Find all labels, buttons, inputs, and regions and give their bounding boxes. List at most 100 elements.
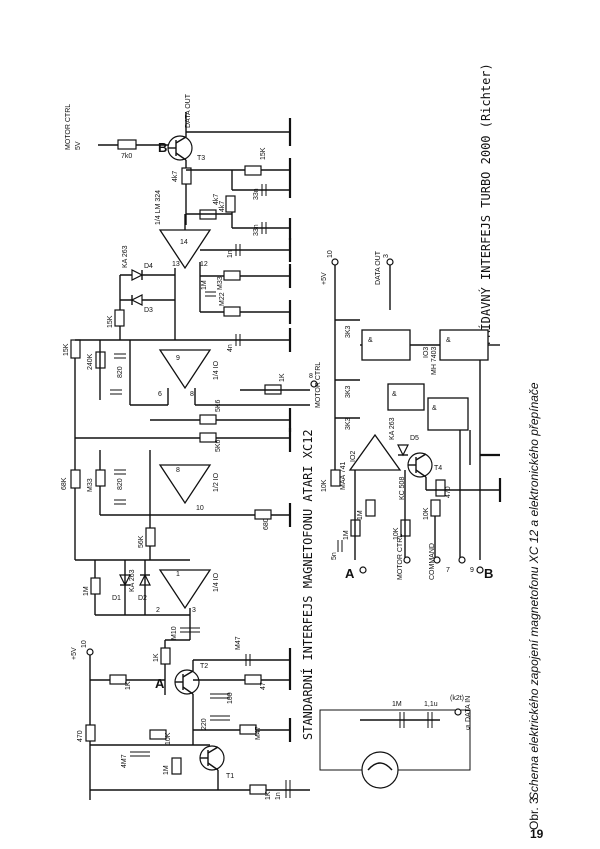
svg-text:10: 10: [81, 640, 88, 648]
svg-text:MOTOR CTRL: MOTOR CTRL: [315, 362, 322, 408]
preamp-section: +5V 10 1K 1K T2 A M47 47 100 220: [71, 636, 310, 800]
svg-text:10: 10: [327, 250, 334, 258]
svg-text:M47: M47: [235, 636, 242, 650]
page-number: 19: [530, 827, 544, 841]
svg-text:MOTOR CTRL: MOTOR CTRL: [65, 104, 72, 150]
svg-text:1M: 1M: [83, 586, 90, 596]
svg-text:1K: 1K: [279, 373, 286, 382]
svg-text:8: 8: [309, 373, 313, 380]
svg-text:5K6: 5K6: [215, 439, 222, 452]
svg-text:5: 5: [466, 725, 470, 732]
svg-text:3K3: 3K3: [345, 385, 352, 398]
svg-text:M10: M10: [171, 626, 178, 640]
svg-text:KC 508: KC 508: [399, 477, 406, 500]
figure-label: Obr. 3: [527, 797, 541, 830]
svg-text:1/4 LM 324: 1/4 LM 324: [155, 190, 162, 225]
svg-text:15K: 15K: [107, 315, 114, 328]
svg-text:3: 3: [192, 607, 196, 614]
svg-text:1M: 1M: [357, 510, 364, 520]
svg-text:MAA 741: MAA 741: [340, 461, 347, 490]
svg-text:5K6: 5K6: [215, 399, 222, 412]
svg-text:T4: T4: [434, 465, 442, 472]
svg-text:1n: 1n: [275, 792, 282, 800]
svg-text:D1: D1: [112, 595, 121, 602]
svg-text:10: 10: [196, 505, 204, 512]
svg-text:10K: 10K: [393, 527, 400, 540]
svg-text:1M: 1M: [201, 280, 208, 290]
svg-text:15K: 15K: [63, 343, 70, 356]
svg-text:B: B: [158, 140, 167, 155]
nand-gate-3: [387, 383, 425, 411]
svg-text:240K: 240K: [87, 353, 94, 370]
svg-text:IO2: IO2: [350, 451, 357, 462]
svg-text:820: 820: [117, 366, 124, 378]
svg-text:B: B: [484, 566, 493, 581]
svg-text:4k7: 4k7: [219, 201, 226, 212]
filter-stage-2: M33 820 1/2 IO 8 10 680 56K: [87, 450, 292, 560]
svg-text:12: 12: [200, 261, 208, 268]
svg-text:3K3: 3K3: [345, 325, 352, 338]
svg-text:KA 263: KA 263: [389, 417, 396, 440]
svg-text:&: &: [446, 337, 451, 344]
svg-text:1M: 1M: [163, 765, 170, 775]
svg-text:15K: 15K: [260, 147, 267, 160]
svg-text:MH 7403: MH 7403: [431, 346, 438, 375]
opamp-1-4: [158, 349, 212, 390]
svg-text:56K: 56K: [138, 535, 145, 548]
svg-text:100: 100: [227, 692, 234, 704]
svg-text:680: 680: [263, 518, 270, 530]
svg-text:68K: 68K: [61, 477, 68, 490]
svg-text:DATA OUT: DATA OUT: [375, 250, 382, 285]
svg-text:5V: 5V: [75, 141, 82, 150]
svg-text:1K: 1K: [265, 791, 272, 800]
input-opamp: 1M D1 D2 KA 263 1/4 IO 2 3 1 M10: [75, 559, 220, 640]
svg-text:5n: 5n: [331, 552, 338, 560]
nand-gate-2: [439, 329, 489, 361]
svg-text:9: 9: [176, 355, 180, 362]
svg-text:2: 2: [156, 607, 160, 614]
svg-text:1/2 IO: 1/2 IO: [213, 472, 220, 492]
nand-gate-4: [427, 397, 469, 431]
svg-text:4M7: 4M7: [121, 754, 128, 768]
svg-text:13: 13: [172, 261, 180, 268]
svg-text:9: 9: [470, 567, 474, 574]
figure-caption: Schema elektrického zapojení magnetofonu…: [527, 382, 541, 800]
svg-text:1K: 1K: [153, 653, 160, 662]
svg-text:(k2t): (k2t): [450, 695, 464, 702]
svg-text:DATA OUT: DATA OUT: [185, 93, 192, 128]
svg-text:1,1u: 1,1u: [424, 701, 438, 708]
svg-text:7: 7: [446, 567, 450, 574]
svg-text:1/4 IO: 1/4 IO: [213, 572, 220, 592]
svg-text:4k7: 4k7: [213, 194, 220, 205]
svg-text:M33: M33: [217, 276, 224, 290]
svg-text:470: 470: [445, 486, 452, 498]
svg-text:7k0: 7k0: [121, 153, 132, 160]
svg-text:14: 14: [180, 239, 188, 246]
svg-text:820: 820: [117, 478, 124, 490]
svg-text:8: 8: [176, 467, 180, 474]
svg-text:&: &: [392, 391, 397, 398]
svg-text:M47: M47: [255, 726, 262, 740]
svg-text:A: A: [155, 676, 165, 691]
svg-text:M33: M33: [87, 478, 94, 492]
top-output-stage: 7k0 MOTOR CTRL 5V DATA OUT T3 B 4k7 15K …: [65, 93, 292, 240]
svg-text:MOTOR CTRL: MOTOR CTRL: [397, 534, 404, 580]
standard-interface-title: STANDARDNÍ INTERFEJS MAGNETOFONU ATARI X…: [300, 429, 315, 740]
svg-text:COMMAND: COMMAND: [429, 543, 436, 580]
svg-text:1M: 1M: [392, 701, 402, 708]
lm324-stage: 1/4 LM 324 14 13 12 1n M33 KA 263 D4 D3 …: [119, 190, 292, 352]
svg-text:4n: 4n: [227, 344, 234, 352]
svg-text:D4: D4: [144, 263, 153, 270]
svg-text:8: 8: [190, 391, 194, 398]
svg-text:D3: D3: [144, 307, 153, 314]
svg-text:D2: D2: [138, 595, 147, 602]
left-bus: 15K 68K: [61, 339, 150, 560]
svg-text:+5V: +5V: [321, 272, 328, 285]
svg-text:A: A: [345, 566, 355, 581]
svg-text:220: 220: [201, 718, 208, 730]
svg-text:DATA IN: DATA IN: [465, 696, 472, 722]
svg-text:1K: 1K: [125, 681, 132, 690]
svg-text:+5V: +5V: [71, 647, 78, 660]
